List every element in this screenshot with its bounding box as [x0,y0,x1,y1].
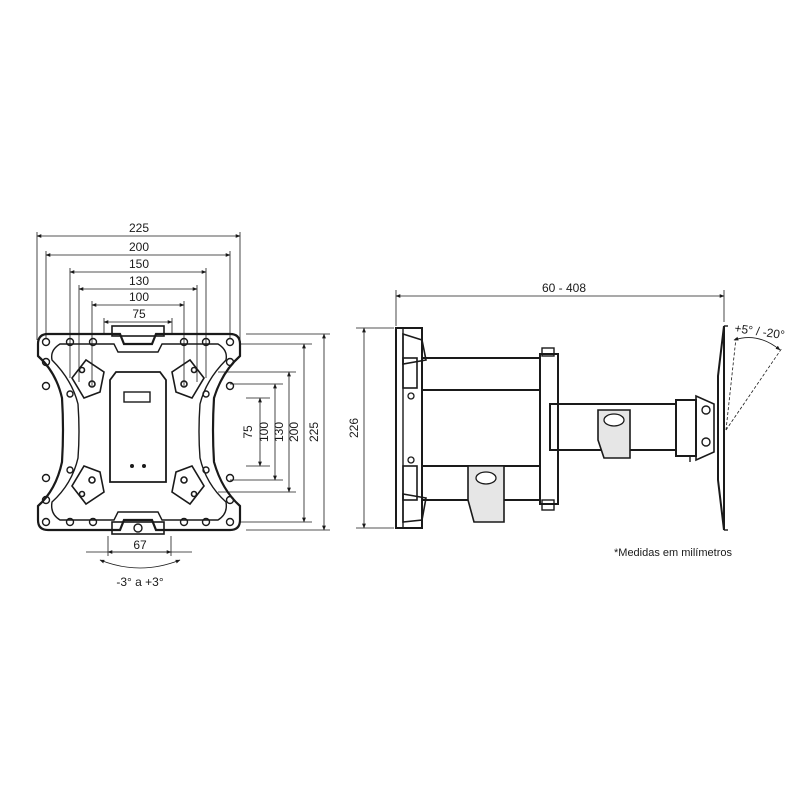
bottom-hinge-pivot [133,523,143,533]
bottom-hinge-block [111,521,165,535]
height-label-75: 75 [241,425,255,439]
pivot-bolt-bottom [407,456,415,464]
elbow-joint [539,353,559,505]
center-arm-plate [109,371,167,483]
width-label-150: 150 [129,257,149,271]
front-view: 225 200 150 130 100 75 [36,221,330,589]
width-dimension-labels: 225 200 150 130 100 75 [129,221,149,321]
tilt-bolt-bottom [701,437,711,447]
height-label-100: 100 [257,422,271,442]
tilt-head-bracket [695,394,715,462]
upper-arm-pivot [402,357,418,389]
center-plate-slot [123,391,151,403]
wall-height-dimension [356,327,394,529]
height-label-200: 200 [287,422,301,442]
height-dimension-labels: 75 100 130 200 225 [241,422,321,442]
wall-height-label: 226 [347,418,361,438]
lower-arm-pivot [402,465,418,501]
rotation-arc [99,559,181,569]
diamond-slot-brackets [71,358,205,506]
tilt-indicator [725,336,783,431]
pivot-bolt-top [407,392,415,400]
top-hinge-block [111,325,165,337]
width-label-200: 200 [129,240,149,254]
lower-clamp-logo-icon [475,471,497,485]
width-label-100: 100 [129,290,149,304]
extension-label: 60 - 408 [542,281,586,295]
rotation-label: -3° a +3° [116,575,163,589]
width-label-130: 130 [129,274,149,288]
height-dimension-lines [218,333,330,531]
vesa-plate-outline [36,332,242,532]
bottom-width-dimension [86,536,192,556]
tilt-bolt-top [701,405,711,415]
elbow-cap-bottom [541,499,555,511]
width-label-75: 75 [132,307,146,321]
width-label-225: 225 [129,221,149,235]
vesa-plate-inner-contour [50,343,228,521]
extension-dimension [395,290,725,326]
bottom-width-label: 67 [133,538,147,552]
side-view: 60 - 408 226 [347,281,786,531]
height-label-225: 225 [307,422,321,442]
elbow-cap-top [541,347,555,357]
measurement-note: *Medidas em milímetros [614,547,732,559]
height-label-130: 130 [272,422,286,442]
wall-hub-bottom [402,493,427,523]
tilt-head-block [675,399,697,457]
center-plate-hole-right [142,464,146,468]
plate-perimeter-holes [41,337,235,527]
center-plate-hole-left [130,464,134,468]
wall-plate-edge [395,327,404,529]
tv-plate [717,325,725,531]
wall-hub-top [402,332,427,365]
middle-clamp-logo-icon [603,413,625,427]
upper-arm [421,357,541,391]
